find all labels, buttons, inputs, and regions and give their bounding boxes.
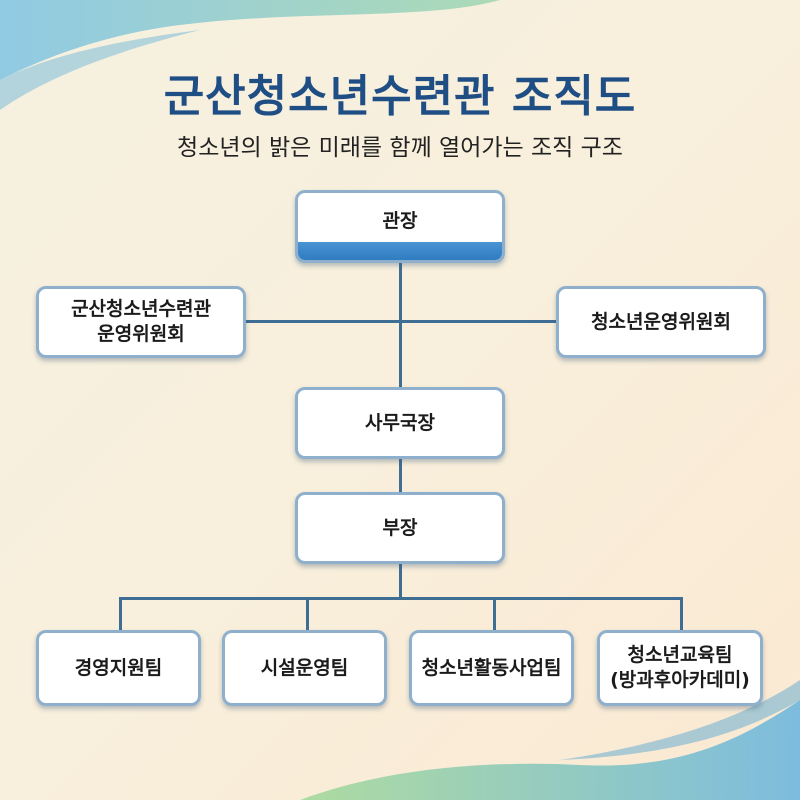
node-label: 경영지원팀	[74, 656, 163, 679]
node-label: 시설운영팀	[260, 656, 349, 679]
node-label-line-1: 군산청소년수련관	[71, 298, 211, 321]
accent-bar	[298, 242, 502, 260]
node-label-line-2: (방과후아카데미)	[610, 669, 750, 691]
connector-secretary-deputy	[399, 458, 402, 492]
node-label: 청소년운영위원회	[591, 310, 731, 333]
page-title: 군산청소년수련관 조직도	[163, 71, 637, 122]
connector-team-2	[306, 597, 309, 631]
node-label-line-1: 청소년교육팀	[627, 644, 733, 667]
node-operating-committee: 군산청소년수련관 운영위원회	[36, 286, 246, 358]
node-team-facility: 시설운영팀	[222, 630, 387, 706]
node-team-management: 경영지원팀	[36, 630, 201, 706]
node-label: 사무국장	[365, 411, 435, 434]
node-youth-committee: 청소년운영위원회	[556, 286, 766, 358]
connector-teams	[119, 597, 683, 600]
connector-team-3	[493, 597, 496, 631]
node-label: 부장	[382, 516, 418, 539]
node-deputy: 부장	[295, 492, 505, 564]
node-label-line-2: 운영위원회	[97, 323, 185, 345]
connector-director-down	[399, 262, 402, 388]
connector-deputy-down	[399, 563, 402, 599]
node-label: 관장	[382, 210, 418, 232]
connector-team-4	[680, 597, 683, 631]
node-team-youth-education: 청소년교육팀 (방과후아카데미)	[597, 630, 763, 706]
node-team-youth-activity: 청소년활동사업팀	[409, 630, 574, 706]
page-subtitle: 청소년의 밝은 미래를 함께 열어가는 조직 구조	[177, 135, 623, 161]
node-secretary-general: 사무국장	[295, 387, 505, 459]
node-director: 관장	[295, 190, 505, 263]
connector-committees	[246, 320, 556, 323]
connector-team-1	[119, 597, 122, 631]
node-label: 청소년활동사업팀	[421, 656, 562, 679]
